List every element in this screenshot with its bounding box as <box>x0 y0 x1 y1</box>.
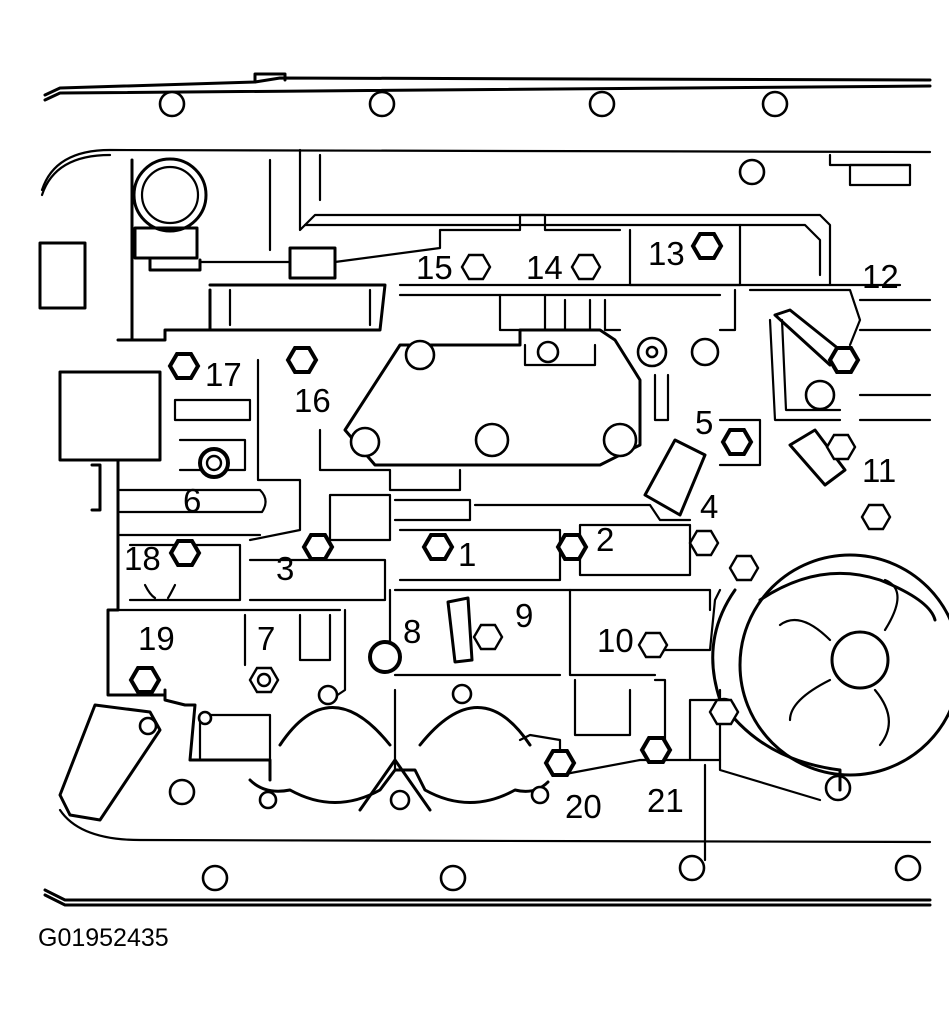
bolt-16 <box>285 346 319 374</box>
bolt-15 <box>460 253 492 281</box>
case-outline <box>40 72 932 907</box>
callout-18: 18 <box>124 540 161 577</box>
callout-21: 21 <box>647 782 684 819</box>
callout-5: 5 <box>695 404 713 441</box>
bolt-21 <box>639 736 673 764</box>
callout-7: 7 <box>257 620 275 657</box>
callout-labels: 1 2 3 4 5 6 7 8 9 10 11 12 13 14 15 16 1… <box>124 235 899 825</box>
callout-16: 16 <box>294 382 331 419</box>
callout-8: 8 <box>403 613 421 650</box>
bolt-10 <box>637 631 669 659</box>
callout-14: 14 <box>526 249 563 286</box>
bolt-6 <box>198 447 230 479</box>
bolt-12 <box>827 346 861 374</box>
callout-17: 17 <box>205 356 242 393</box>
figure-id: G01952435 <box>38 924 169 952</box>
bolt-17 <box>167 352 201 380</box>
bolt-4 <box>688 529 720 557</box>
bolt-7 <box>248 666 280 694</box>
bolt-13 <box>690 232 724 260</box>
callout-10: 10 <box>597 622 634 659</box>
bolt-20 <box>543 749 577 777</box>
callout-6: 6 <box>183 482 201 519</box>
bolt-3 <box>301 533 335 561</box>
callout-4: 4 <box>700 488 718 525</box>
bolt-19 <box>128 666 162 694</box>
callout-1: 1 <box>458 536 476 573</box>
bolt-1 <box>421 533 455 561</box>
bolt-8 <box>368 640 402 674</box>
callout-20: 20 <box>565 788 602 825</box>
bolt-11 <box>860 503 892 531</box>
callout-12: 12 <box>862 258 899 295</box>
valve-body <box>38 148 949 862</box>
bolt-18 <box>168 539 202 567</box>
callout-2: 2 <box>596 521 614 558</box>
flange-holes <box>158 90 922 892</box>
callout-9: 9 <box>515 597 533 634</box>
bolt-14 <box>570 253 602 281</box>
callout-15: 15 <box>416 249 453 286</box>
bolt-2 <box>555 533 589 561</box>
bolt-5 <box>720 428 754 456</box>
callout-3: 3 <box>276 550 294 587</box>
callout-13: 13 <box>648 235 685 272</box>
callout-19: 19 <box>138 620 175 657</box>
bolt-9 <box>472 623 504 651</box>
bolts <box>128 232 892 777</box>
callout-11: 11 <box>862 452 896 489</box>
